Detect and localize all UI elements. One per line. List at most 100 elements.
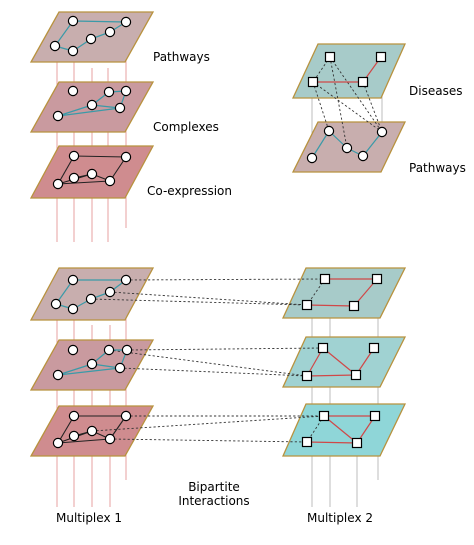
gene-node [67, 15, 79, 27]
disease-layer-m2-bottom [282, 403, 407, 457]
label-coexpression: Co-expression [147, 184, 232, 198]
gene-node [114, 362, 126, 374]
bipartite-link [91, 415, 325, 432]
gene-node [357, 150, 369, 162]
gene-node [323, 125, 335, 137]
gene-node [52, 369, 64, 381]
gene-node [67, 45, 79, 57]
gene-node [67, 274, 79, 286]
red-edge [322, 347, 357, 376]
gene-node [85, 293, 97, 305]
gene-node [67, 344, 79, 356]
gene-node [49, 40, 61, 52]
gene-node [86, 99, 98, 111]
disease-node [348, 300, 360, 312]
gene-node [86, 168, 98, 180]
label-multiplex-2: Multiplex 2 [307, 511, 373, 525]
layers [29, 11, 407, 457]
label-complexes: Complexes [153, 120, 219, 134]
gene-node [68, 430, 80, 442]
black-edge [73, 155, 127, 158]
gene-node [104, 433, 116, 445]
black-edge [57, 415, 75, 444]
gene-node [120, 16, 132, 28]
gene-node [52, 437, 64, 449]
label-pathways-right: Pathways [409, 161, 466, 175]
black-edge [57, 180, 111, 185]
gene-node [67, 303, 79, 315]
bipartite-link [126, 347, 324, 351]
teal-edge [57, 104, 93, 117]
disease-node [318, 410, 330, 422]
gene-node [104, 286, 116, 298]
red-edge [323, 415, 358, 444]
bipartite-link [90, 298, 308, 306]
teal-edge [57, 107, 121, 117]
gene-node [341, 142, 353, 154]
bipartite-link [109, 438, 308, 443]
gene-node [86, 358, 98, 370]
bipartite-link [109, 291, 308, 306]
disease-node [371, 273, 383, 285]
disease-layer-m2-mid [281, 336, 407, 388]
gene-node [68, 172, 80, 184]
label-pathways-top: Pathways [153, 50, 210, 64]
gene-node [104, 175, 116, 187]
gene-node [120, 410, 132, 422]
gene-node [68, 150, 80, 162]
gene-node [103, 344, 115, 356]
teal-edge [72, 20, 127, 23]
disease-node [368, 342, 380, 354]
gene-node [67, 85, 79, 97]
bipartite-link [362, 81, 383, 133]
disease-node [351, 437, 363, 449]
black-edge [57, 438, 111, 444]
gene-node [85, 33, 97, 45]
gene-node [120, 274, 132, 286]
disease-node [301, 299, 313, 311]
gene-node [376, 126, 388, 138]
nodes [49, 15, 388, 449]
gene-node [50, 298, 62, 310]
gene-node [306, 152, 318, 164]
gene-node [52, 110, 64, 122]
teal-edge [57, 363, 93, 376]
disease-layer-m2-top [281, 267, 407, 319]
disease-node [317, 342, 329, 354]
bipartite-link [312, 81, 383, 133]
red-edge [306, 304, 355, 307]
teal-edge [57, 367, 121, 376]
gene-node [86, 425, 98, 437]
bipartite-links [90, 56, 383, 443]
red-edge [306, 374, 357, 377]
red-edge [306, 441, 358, 444]
disease-node [319, 273, 331, 285]
gene-node [120, 85, 132, 97]
bipartite-link [329, 56, 383, 133]
label-multiplex-1: Multiplex 1 [56, 511, 122, 525]
disease-node [324, 51, 336, 63]
disease-node [307, 76, 319, 88]
disease-node [375, 51, 387, 63]
disease-node [301, 436, 313, 448]
disease-node [369, 410, 381, 422]
gene-node [52, 178, 64, 190]
black-edge [57, 155, 75, 185]
diseases-layer [291, 43, 407, 99]
label-diseases: Diseases [409, 84, 462, 98]
gene-node [103, 86, 115, 98]
bipartite-link [119, 367, 308, 377]
gene-node [104, 26, 116, 38]
gene-node [120, 151, 132, 163]
disease-node [357, 76, 369, 88]
label-interactions: Interactions [178, 494, 249, 508]
gene-node [114, 102, 126, 114]
bipartite-link [125, 278, 326, 281]
disease-node [350, 369, 362, 381]
gene-node [68, 410, 80, 422]
label-bipartite: Bipartite [188, 480, 240, 494]
disease-node [301, 370, 313, 382]
gene-node [121, 344, 133, 356]
teal-edge [311, 130, 330, 159]
